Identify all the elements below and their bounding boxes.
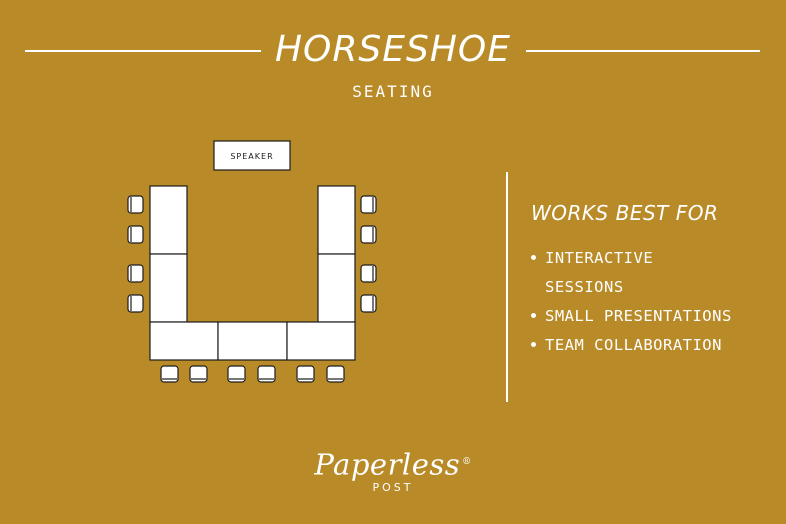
list-item-line: INTERACTIVE xyxy=(545,249,654,267)
table-right-upper xyxy=(317,185,356,255)
chair-right-1 xyxy=(360,195,377,214)
list-item-line: SESSIONS xyxy=(545,278,624,296)
table-left-lower xyxy=(149,253,188,323)
list-item-line: TEAM COLLABORATION xyxy=(545,336,722,354)
brand-subtitle: POST xyxy=(372,480,414,494)
table-bottom-middle xyxy=(217,321,288,361)
title-rule-right xyxy=(526,50,760,52)
speaker-box xyxy=(213,140,291,171)
chair-bottom-5 xyxy=(296,365,315,383)
chair-right-2 xyxy=(360,225,377,244)
list-item: SMALL PRESENTATIONS xyxy=(531,302,732,331)
title-rule-left xyxy=(25,50,261,52)
chair-right-3 xyxy=(360,264,377,283)
list-item: INTERACTIVE SESSIONS xyxy=(531,244,732,302)
chair-bottom-4 xyxy=(257,365,276,383)
chair-bottom-3 xyxy=(227,365,246,383)
horseshoe-seating-diagram: SPEAKER xyxy=(127,140,377,383)
table-bottom-left xyxy=(149,321,219,361)
brand-name: Paperless xyxy=(314,447,461,482)
page-title: HORSESHOE xyxy=(274,29,512,70)
registered-mark: ® xyxy=(462,457,472,467)
chair-right-4 xyxy=(360,294,377,313)
page-subtitle: SEATING xyxy=(352,82,434,101)
table-right-lower xyxy=(317,253,356,323)
chair-bottom-1 xyxy=(160,365,179,383)
chair-left-4 xyxy=(127,294,144,313)
table-left-upper xyxy=(149,185,188,255)
table-bottom-right xyxy=(286,321,356,361)
works-best-for-list: INTERACTIVE SESSIONS SMALL PRESENTATIONS… xyxy=(531,244,732,360)
chair-bottom-6 xyxy=(326,365,345,383)
brand-wordmark: Paperless® xyxy=(0,444,786,483)
chair-left-1 xyxy=(127,195,144,214)
list-item-line: SMALL PRESENTATIONS xyxy=(545,307,732,325)
chair-bottom-2 xyxy=(189,365,208,383)
vertical-divider xyxy=(506,172,508,402)
speaker-label: SPEAKER xyxy=(230,152,273,161)
works-best-for-heading: WORKS BEST FOR xyxy=(531,201,719,225)
chair-left-2 xyxy=(127,225,144,244)
brand-logo: Paperless® POST xyxy=(0,444,786,495)
chair-left-3 xyxy=(127,264,144,283)
list-item: TEAM COLLABORATION xyxy=(531,331,732,360)
